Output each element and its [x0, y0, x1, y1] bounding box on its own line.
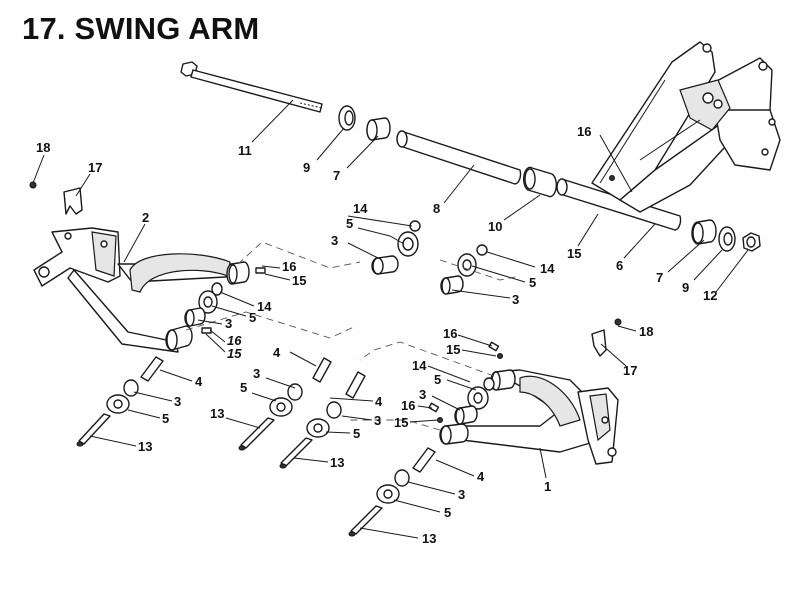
- spacer-tube-6: [556, 178, 682, 231]
- callout-14-upper-center: 14: [353, 201, 368, 216]
- lower-a-arm: [439, 369, 619, 465]
- callout-2: 2: [142, 210, 149, 225]
- upper-a-arm: [33, 227, 250, 353]
- callout-3-left: 3: [174, 394, 181, 409]
- page-title: 17. SWING ARM: [22, 11, 260, 46]
- bracket-17-right: [591, 329, 607, 357]
- callout-3-center: 3: [253, 366, 260, 381]
- callout-15-lower-arm: 15: [446, 342, 460, 357]
- bracket-17-left: [63, 187, 83, 215]
- callout-14-upper-right: 14: [540, 261, 555, 276]
- callout-3-upper-arm: 3: [225, 316, 232, 331]
- seal-ring-top: [338, 105, 356, 131]
- upper-arm-inner-bushings: [184, 267, 266, 334]
- axle-bolt: [180, 61, 323, 113]
- callout-9-top: 9: [303, 160, 310, 175]
- callout-labels: 11 9 7 8 10 16 15 6 7 9 12 18 17 2 14 5 …: [36, 124, 717, 546]
- callout-7-right: 7: [656, 270, 663, 285]
- callout-14-lower-arm: 14: [412, 358, 427, 373]
- callout-6: 6: [616, 258, 623, 273]
- callout-13-center: 13: [210, 406, 224, 421]
- washer-right: [718, 226, 736, 252]
- callout-14-upper-arm: 14: [257, 299, 272, 314]
- lower-arm-inner-bushings: [428, 341, 503, 425]
- callout-16-upper-arm: 16: [282, 259, 296, 274]
- rear-frame: [591, 41, 781, 213]
- callout-3-upper-center: 3: [331, 233, 338, 248]
- leader-lines: [32, 99, 749, 539]
- callout-13-left: 13: [138, 439, 152, 454]
- callout-16-upper-arm-2: 16: [227, 333, 242, 348]
- callout-4-left: 4: [195, 374, 203, 389]
- callout-5-center: 5: [240, 380, 247, 395]
- callout-16-top: 16: [577, 124, 591, 139]
- callout-5-center-2: 5: [353, 426, 360, 441]
- callout-16-lower-arm-2: 16: [401, 398, 415, 413]
- callout-18-left: 18: [36, 140, 50, 155]
- callout-1: 1: [544, 479, 551, 494]
- callout-15-top: 15: [567, 246, 581, 261]
- callout-4-center: 4: [273, 345, 281, 360]
- callout-5-lower-arm: 5: [434, 372, 441, 387]
- lower-left-pin-set: [76, 356, 164, 447]
- callout-8: 8: [433, 201, 440, 216]
- callout-3-center-2: 3: [374, 413, 381, 428]
- assembly-lines: [185, 241, 521, 431]
- bolt-18-right: [614, 318, 622, 326]
- callout-15-upper-arm: 15: [292, 273, 306, 288]
- callout-17-right: 17: [623, 363, 637, 378]
- callout-18-right: 18: [639, 324, 653, 339]
- collar-right: [691, 219, 717, 245]
- callout-5-upper-arm: 5: [249, 310, 256, 325]
- callout-17-left: 17: [88, 160, 102, 175]
- callout-11: 11: [238, 143, 252, 158]
- callout-4-lower-right: 4: [477, 469, 485, 484]
- callout-3-lower-right: 3: [458, 487, 465, 502]
- lower-right-pin-set: [348, 447, 436, 537]
- center-left-pin-set-2: [279, 371, 366, 469]
- collar-top: [366, 117, 391, 141]
- callout-3-lower-arm: 3: [419, 387, 426, 402]
- callout-15-upper-arm-2: 15: [227, 346, 242, 361]
- callout-12: 12: [703, 288, 717, 303]
- callout-10: 10: [488, 219, 502, 234]
- nut-right: [742, 232, 761, 252]
- callout-16-lower-arm: 16: [443, 326, 457, 341]
- spacer-tube-8: [396, 130, 522, 185]
- callout-5-left: 5: [162, 411, 169, 426]
- callout-13-lower-right: 13: [422, 531, 436, 546]
- callout-5-lower-right: 5: [444, 505, 451, 520]
- callout-15-lower-arm-2: 15: [394, 415, 408, 430]
- bushing-10: [522, 166, 558, 198]
- callout-13-center-2: 13: [330, 455, 344, 470]
- callout-9-right: 9: [682, 280, 689, 295]
- callout-4-center-2: 4: [375, 394, 383, 409]
- callout-3-upper-right: 3: [512, 292, 519, 307]
- upper-center-bushings: [371, 220, 488, 295]
- center-left-pin-set-1: [238, 357, 332, 451]
- callout-5-upper-right: 5: [529, 275, 536, 290]
- callout-5-upper-center: 5: [346, 216, 353, 231]
- callout-7-top: 7: [333, 168, 340, 183]
